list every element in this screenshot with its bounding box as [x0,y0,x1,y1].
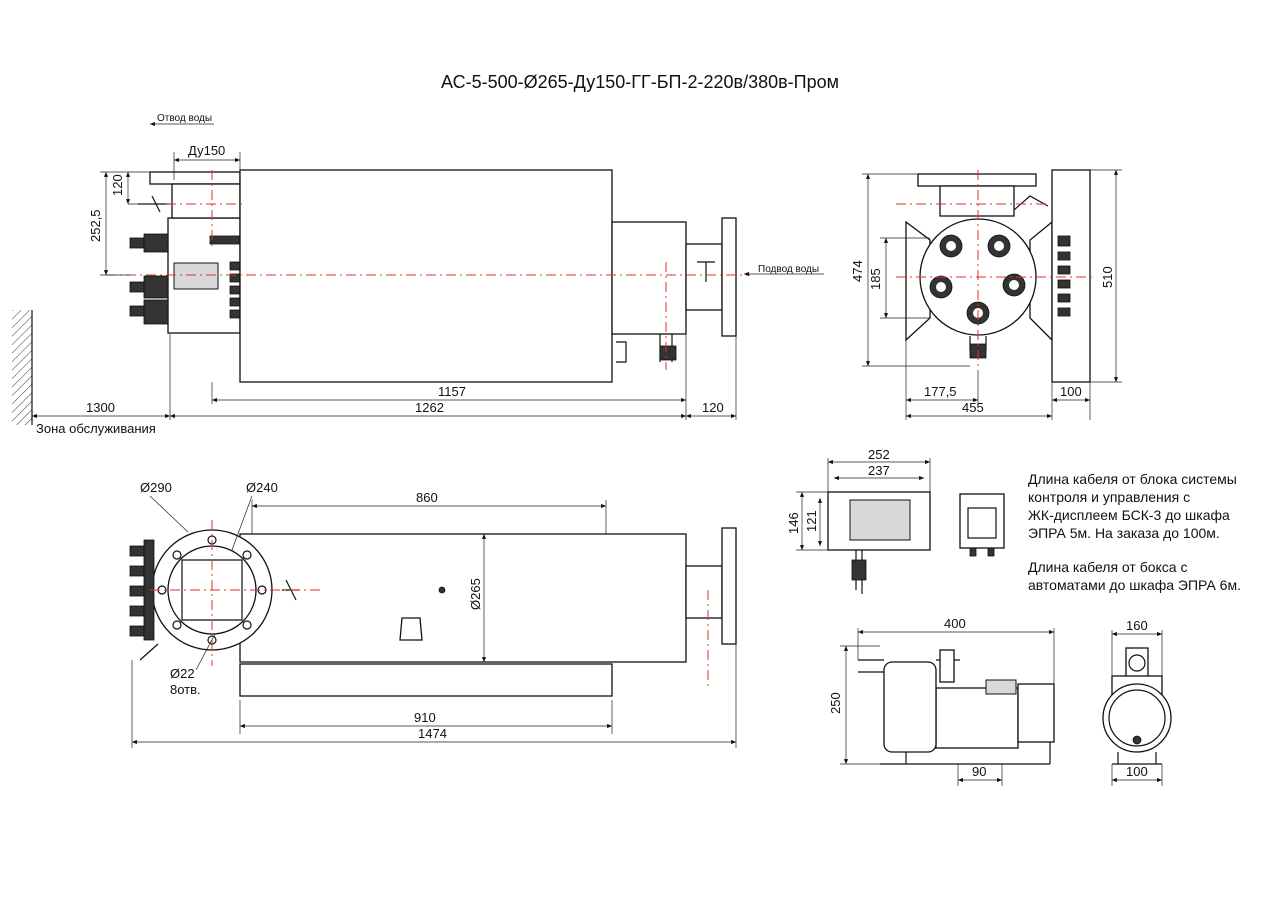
cable-glands-left [129,233,169,325]
top-inlet-pipe [685,565,723,619]
side-outlet-valve [1013,195,1049,211]
lamp-sockets [929,234,1026,325]
note-cable-bsk3-line: ЖК-дисплеем БСК-3 до шкафа [1028,507,1230,523]
dim-474: 474 [850,260,865,282]
side-outlet-flange [917,173,1037,187]
note-cable-bsk3-line: ЭПРА 5м. На заказа до 100м. [1028,525,1220,541]
pump-side-view: 160 100 [1102,618,1172,786]
top-chamber [239,533,687,663]
inlet-pipe [685,243,723,311]
flange-square [181,559,243,621]
inlet-flange-side [1051,169,1091,383]
dim-phi290: Ø290 [140,480,172,495]
inlet-flange [721,217,737,337]
pump-front-view: 400 250 90 [828,616,1055,786]
breaker-box-body [959,493,1005,549]
dim-250: 250 [828,692,843,714]
pump-side-body [1102,683,1172,753]
dim-252: 252 [868,447,890,462]
top-view: 860 Ø265 Ø290 Ø240 Ø22 8отв. 910 1474 [129,480,737,748]
side-glands [1057,235,1071,317]
nameplate [173,262,219,290]
side-outlet-pipe [939,185,1015,217]
dim-90: 90 [972,764,986,779]
dim-177-5: 177,5 [924,384,957,399]
breaker-box [959,493,1005,557]
note-cable-breaker-line: Длина кабеля от бокса с [1028,559,1188,575]
note-cable-bsk3: Длина кабеля от блока системы контроля и… [1028,470,1237,542]
inlet-tap [697,261,715,282]
pump-terminal-box [985,679,1017,695]
note-cable-bsk3-line: контроля и управления с [1028,489,1191,505]
drawing-title: АС-5-500-Ø265-Ду150-ГГ-БП-2-220в/380в-Пр… [441,72,839,92]
pump-base [880,742,1051,765]
dim-1300: 1300 [86,400,115,415]
dim-146: 146 [786,512,801,534]
outlet-flange [149,171,241,185]
pump-side-base [1112,752,1162,765]
front-view: Отвод воды Подвод воды Ду150 120 252,5 1… [12,113,824,436]
dim-du150: Ду150 [188,143,225,158]
label-inlet: Подвод воды [758,264,819,275]
top-drain [399,617,423,641]
top-outlet-valve [139,643,159,661]
dim-860: 860 [416,490,438,505]
dim-400: 400 [944,616,966,631]
dim-237: 237 [868,463,890,478]
dim-121: 121 [804,510,819,532]
dim-160: 160 [1126,618,1148,633]
uv-chamber [239,169,613,383]
pump-fan-cover [1017,683,1055,743]
dim-100-side: 100 [1060,384,1082,399]
dim-455: 455 [962,400,984,415]
note-cable-bsk3-line: Длина кабеля от блока системы [1028,471,1237,487]
wall-hatch [12,310,32,425]
dim-120-top: 120 [110,174,125,196]
note-cable-breaker-line: автоматами до шкафа ЭПРА 6м. [1028,577,1241,593]
dim-phi265: Ø265 [468,578,483,610]
label-service-zone: Зона обслуживания [36,421,156,436]
side-view: 474 185 510 177,5 455 100 [850,169,1122,420]
dim-120-right: 120 [702,400,724,415]
dim-100-pump: 100 [1126,764,1148,779]
dim-1262: 1262 [415,400,444,415]
breaker-box-window [967,507,997,539]
pump-discharge [939,649,955,683]
top-base-plate [239,663,613,697]
pump-prefilter [883,661,937,753]
dim-1474: 1474 [418,726,447,741]
label-holes: 8отв. [170,682,201,697]
chamber-end-cap [611,221,687,335]
control-unit-bsk3: 252 237 146 121 [786,447,931,594]
note-cable-breaker: Длина кабеля от бокса с автоматами до шк… [1028,558,1241,594]
dim-phi22: Ø22 [170,666,195,681]
dim-910: 910 [414,710,436,725]
dim-phi240: Ø240 [246,480,278,495]
label-outlet: Отвод воды [157,113,212,124]
outlet-pipe [171,183,241,219]
dim-185: 185 [868,268,883,290]
pump-motor [935,687,1019,749]
dim-252-5: 252,5 [88,209,103,242]
control-unit-display [849,499,911,541]
dim-510: 510 [1100,266,1115,288]
dim-1157: 1157 [438,384,466,399]
top-inlet-flange [721,527,737,645]
